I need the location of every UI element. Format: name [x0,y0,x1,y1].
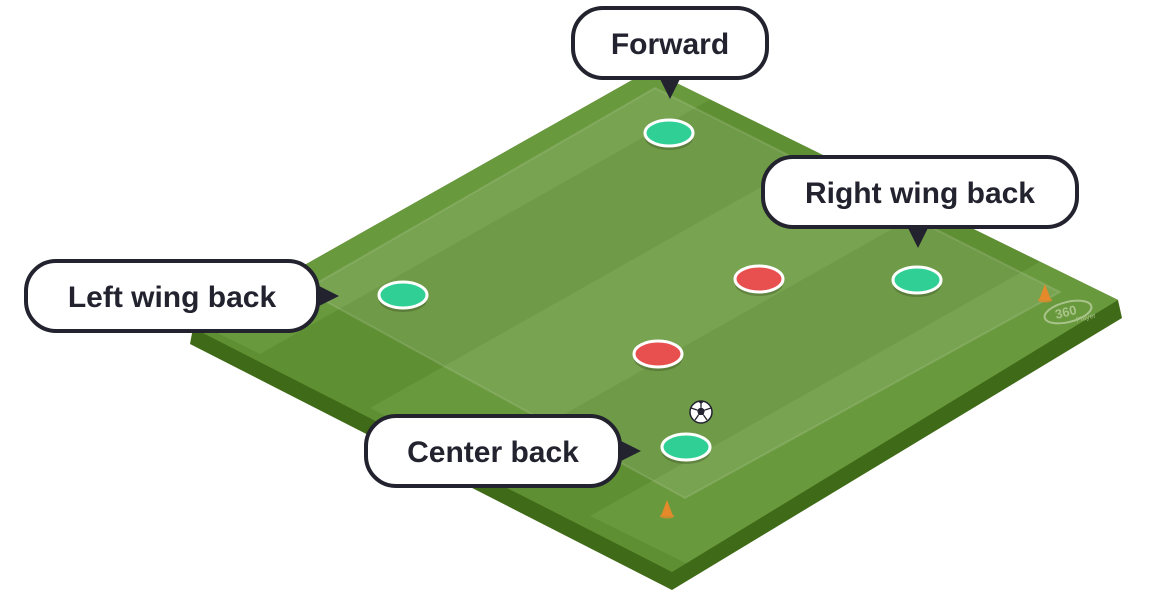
training-cone-icon [1038,284,1052,303]
logo-number: 360 [1053,302,1078,322]
callout-label-right-wing-back: Right wing back [805,177,1035,210]
opponent-player [632,339,684,371]
player-left-wing-back [377,280,429,312]
callout-label-forward: Forward [611,28,729,61]
callout-label-center-back: Center back [407,436,579,469]
logo-word: Player [1076,312,1098,324]
callout-label-left-wing-back: Left wing back [68,281,277,314]
player-center-back [660,432,712,464]
player-right-wing-back [891,265,943,297]
360player-logo: 360 Player [1043,299,1098,325]
training-cone-icon [660,500,674,519]
callout-center-back: Center back [364,414,641,488]
soccer-ball-icon [689,400,713,424]
opponent-player [733,264,785,296]
player-forward [643,118,695,150]
callout-forward: Forward [571,6,769,99]
callout-right-wing-back: Right wing back [761,155,1079,248]
callout-left-wing-back: Left wing back [24,259,339,333]
